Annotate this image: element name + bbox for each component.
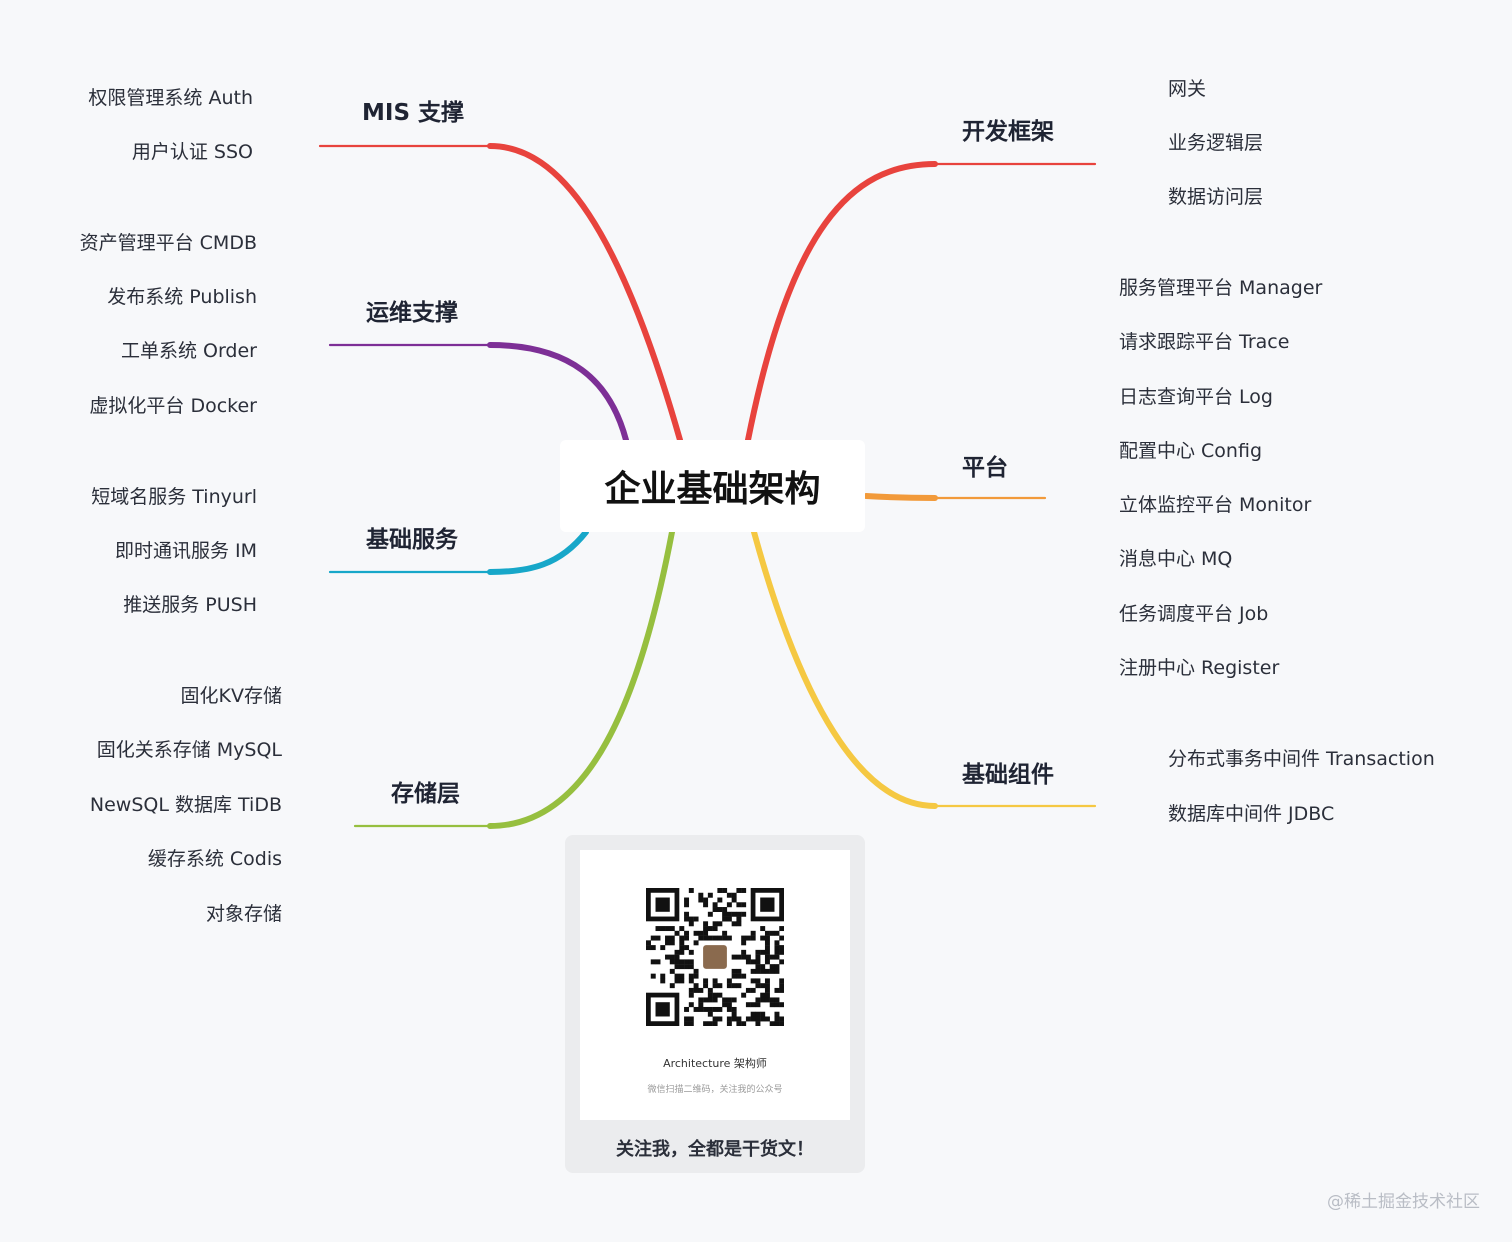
leaf-storage-3[interactable]: 缓存系统 Codis — [147, 848, 282, 870]
branch-connector-components — [751, 529, 938, 809]
branch-title-basic[interactable]: 基础服务 — [366, 527, 458, 553]
qr-panel: Architecture 架构师 微信扫描二维码，关注我的公众号 — [580, 850, 850, 1120]
branch-connector-storage — [487, 529, 675, 829]
qr-card: Architecture 架构师 微信扫描二维码，关注我的公众号 关注我，全都是… — [565, 835, 865, 1173]
branch-connector-mis — [487, 143, 683, 443]
qr-caption: 关注我，全都是干货文！ — [616, 1139, 814, 1160]
leaf-ops-0[interactable]: 资产管理平台 CMDB — [79, 232, 257, 254]
central-topic-label: 企业基础架构 — [604, 469, 821, 510]
branch-title-platform[interactable]: 平台 — [962, 455, 1008, 481]
leaf-storage-1[interactable]: 固化关系存储 MySQL — [96, 739, 282, 761]
branch-connector-platform — [863, 493, 938, 501]
leaf-dev-0[interactable]: 网关 — [1168, 78, 1207, 100]
branch-connector-ops — [487, 342, 629, 443]
watermark: @稀土掘金技术社区 — [1327, 1192, 1480, 1212]
leaf-platform-6[interactable]: 任务调度平台 Job — [1119, 603, 1269, 625]
branch-title-ops[interactable]: 运维支撑 — [366, 300, 458, 326]
leaf-platform-4[interactable]: 立体监控平台 Monitor — [1119, 494, 1312, 516]
leaf-components-1[interactable]: 数据库中间件 JDBC — [1168, 803, 1335, 825]
leaf-platform-7[interactable]: 注册中心 Register — [1119, 657, 1280, 679]
leaf-storage-4[interactable]: 对象存储 — [205, 903, 282, 925]
leaf-platform-2[interactable]: 日志查询平台 Log — [1119, 386, 1273, 408]
qr-avatar — [703, 945, 727, 969]
qr-title: Architecture 架构师 — [663, 1057, 767, 1070]
leaf-platform-3[interactable]: 配置中心 Config — [1119, 440, 1263, 462]
qr-code-image — [646, 888, 784, 1026]
leaf-platform-0[interactable]: 服务管理平台 Manager — [1119, 277, 1323, 299]
leaf-components-0[interactable]: 分布式事务中间件 Transaction — [1168, 748, 1435, 770]
leaf-dev-2[interactable]: 数据访问层 — [1168, 186, 1264, 208]
leaf-ops-2[interactable]: 工单系统 Order — [120, 340, 257, 362]
branch-title-mis[interactable]: MIS 支撑 — [362, 100, 465, 126]
leaf-storage-2[interactable]: NewSQL 数据库 TiDB — [89, 794, 282, 816]
branch-title-storage[interactable]: 存储层 — [391, 781, 460, 807]
leaf-platform-5[interactable]: 消息中心 MQ — [1119, 548, 1233, 570]
leaf-ops-3[interactable]: 虚拟化平台 Docker — [89, 395, 257, 417]
branch-connector-dev — [745, 161, 938, 443]
leaf-mis-1[interactable]: 用户认证 SSO — [131, 141, 253, 163]
branch-title-components[interactable]: 基础组件 — [962, 762, 1054, 788]
branch-title-dev[interactable]: 开发框架 — [962, 119, 1054, 145]
branch-connector-basic — [487, 529, 589, 575]
leaf-basic-2[interactable]: 推送服务 PUSH — [123, 594, 257, 616]
central-topic[interactable]: 企业基础架构 — [560, 440, 865, 532]
qr-hint: 微信扫描二维码，关注我的公众号 — [647, 1085, 783, 1095]
leaf-ops-1[interactable]: 发布系统 Publish — [107, 286, 257, 308]
leaf-basic-0[interactable]: 短域名服务 Tinyurl — [91, 486, 257, 508]
leaf-storage-0[interactable]: 固化KV存储 — [180, 685, 282, 707]
leaf-basic-1[interactable]: 即时通讯服务 IM — [114, 540, 257, 562]
leaf-mis-0[interactable]: 权限管理系统 Auth — [88, 87, 253, 109]
leaf-platform-1[interactable]: 请求跟踪平台 Trace — [1119, 331, 1290, 353]
leaf-dev-1[interactable]: 业务逻辑层 — [1168, 132, 1264, 154]
